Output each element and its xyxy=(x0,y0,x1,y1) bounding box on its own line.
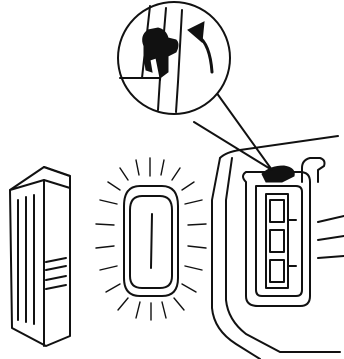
ray xyxy=(182,182,194,190)
ray xyxy=(182,284,196,292)
ray xyxy=(172,168,180,180)
ray xyxy=(106,284,120,292)
detail-magnifier xyxy=(118,2,230,114)
ray xyxy=(118,298,128,310)
ray xyxy=(185,200,202,204)
ray xyxy=(162,302,166,318)
ray xyxy=(185,266,202,270)
latch xyxy=(262,166,294,182)
ray xyxy=(136,160,139,175)
housing-with-slot xyxy=(212,136,344,359)
light-unit xyxy=(124,186,178,296)
ray xyxy=(96,246,114,248)
ray xyxy=(188,246,206,248)
ray xyxy=(120,168,128,180)
ray xyxy=(136,302,140,318)
ray xyxy=(100,266,117,270)
ray xyxy=(174,298,184,310)
ray xyxy=(100,200,117,204)
device-side-view xyxy=(10,167,70,346)
ray xyxy=(108,182,120,190)
ray xyxy=(161,160,164,175)
ray xyxy=(188,224,206,225)
ray xyxy=(96,224,114,225)
